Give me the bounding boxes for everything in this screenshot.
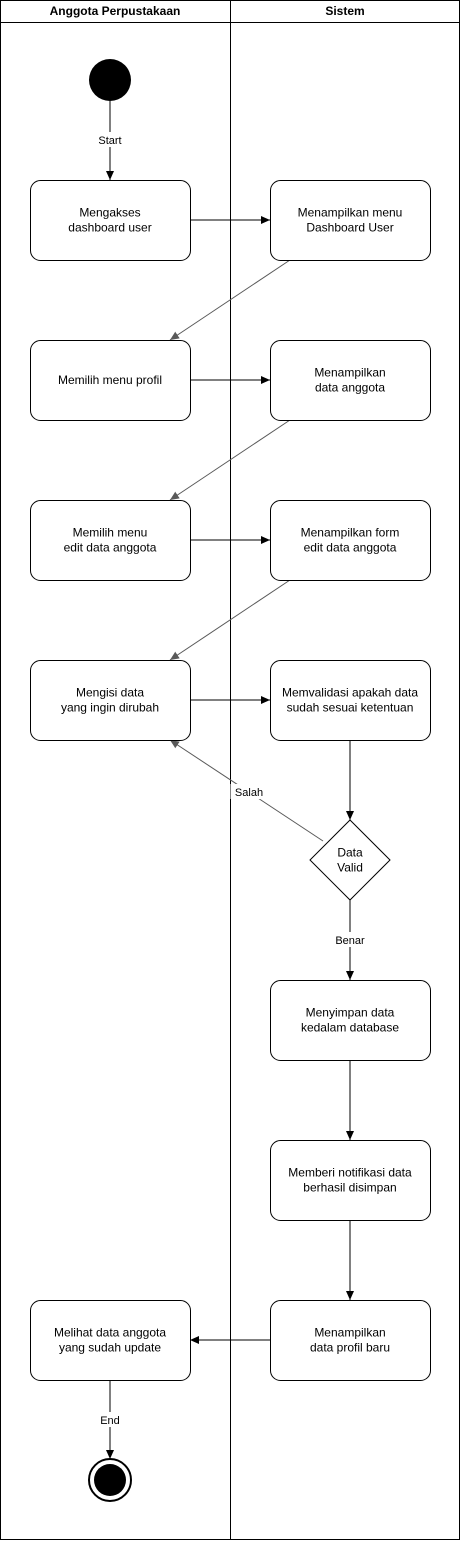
- action-node-s1: [270, 180, 431, 261]
- edge-label-bg: [331, 932, 369, 947]
- node-text-s3-0: Menampilkan form: [301, 526, 400, 540]
- node-text-a4-1: yang ingin dirubah: [61, 701, 159, 715]
- node-text-a3-0: Memilih menu: [73, 526, 148, 540]
- node-text-s3-1: edit data anggota: [304, 541, 397, 555]
- node-text-a1-0: Mengakses: [79, 206, 140, 220]
- node-text-a5-1: yang sudah update: [59, 1341, 161, 1355]
- edge-s2-to-a3: [169, 419, 291, 501]
- action-node-a5: [30, 1300, 191, 1381]
- action-node-s7: [270, 1300, 431, 1381]
- node-text-s2-1: data anggota: [315, 381, 385, 395]
- lane-title-anggota: Anggota Perpustakaan: [50, 4, 181, 18]
- node-text-d1-0: Data: [337, 846, 363, 860]
- node-text-a1-1: dashboard user: [68, 221, 151, 235]
- node-text-s7-1: data profil baru: [310, 1341, 390, 1355]
- node-text-s6-0: Memberi notifikasi data: [288, 1166, 412, 1180]
- node-text-a5-0: Melihat data anggota: [54, 1326, 166, 1340]
- node-text-a2-0: Memilih menu profil: [58, 373, 162, 387]
- node-text-a3-1: edit data anggota: [64, 541, 157, 555]
- edge-label-bg: [97, 1412, 123, 1427]
- node-text-d1-1: Valid: [337, 861, 363, 875]
- action-node-s5: [270, 980, 431, 1061]
- node-text-s1-1: Dashboard User: [306, 221, 393, 235]
- edge-s3-to-a4: [169, 579, 291, 661]
- node-text-a4-0: Mengisi data: [76, 686, 144, 700]
- node-text-s7-0: Menampilkan: [314, 1326, 385, 1340]
- edge-label-benar: Benar: [335, 935, 365, 947]
- action-node-s3: [270, 500, 431, 581]
- action-node-s6: [270, 1140, 431, 1221]
- edge-label-bg: [230, 784, 268, 799]
- action-node-a3: [30, 500, 191, 581]
- action-node-a1: [30, 180, 191, 261]
- node-text-s4-0: Memvalidasi apakah data: [282, 686, 418, 700]
- end-node-core: [94, 1464, 126, 1496]
- action-node-a4: [30, 660, 191, 741]
- node-text-s5-1: kedalam database: [301, 1021, 399, 1035]
- node-text-s5-0: Menyimpan data: [306, 1006, 395, 1020]
- edge-label-salah: Salah: [235, 787, 263, 799]
- edge-label-start: Start: [98, 135, 121, 147]
- node-text-s4-1: sudah sesuai ketentuan: [287, 701, 414, 715]
- decision-node-d1: [309, 819, 391, 901]
- lane-title-sistem: Sistem: [325, 4, 364, 18]
- edge-label-bg: [91, 132, 129, 147]
- node-text-s1-0: Menampilkan menu: [298, 206, 403, 220]
- action-node-s2: [270, 340, 431, 421]
- edge-s1-to-a2: [169, 259, 291, 341]
- action-node-a2: [30, 340, 191, 421]
- node-text-s6-1: berhasil disimpan: [303, 1181, 396, 1195]
- edge-label-end: End: [100, 1415, 120, 1427]
- action-node-s4: [270, 660, 431, 741]
- node-text-s2-0: Menampilkan: [314, 366, 385, 380]
- start-node: [89, 59, 131, 101]
